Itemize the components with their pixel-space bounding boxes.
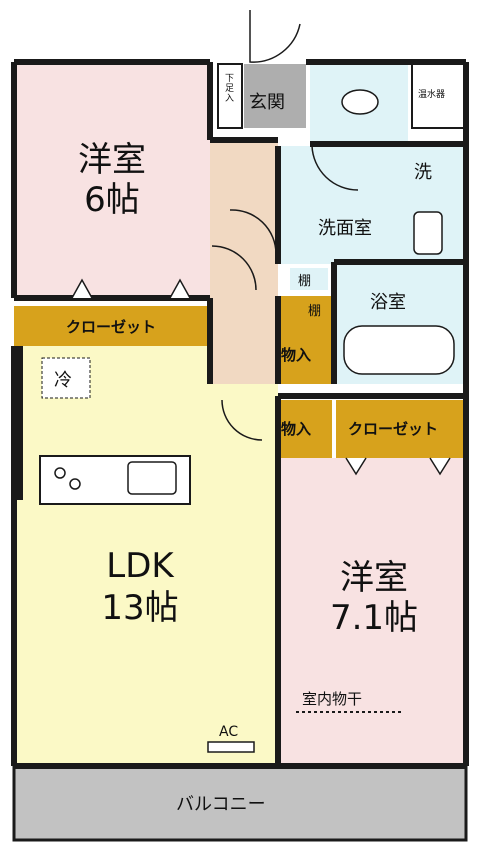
- shelf-1-area: [290, 268, 328, 290]
- western-room-1-area: [14, 62, 210, 298]
- ldk-name: LDK: [106, 546, 174, 586]
- ldk-size: 13帖: [101, 588, 179, 628]
- closet-door-triangles: [71, 278, 451, 476]
- kitchen-sink: [127, 461, 177, 495]
- ac-label: AC: [219, 724, 239, 740]
- closet-1-area: [14, 306, 210, 346]
- kitchen-counter: [39, 455, 191, 505]
- shoe-box-label: 下足入: [225, 74, 235, 104]
- storage-2-label: 物入: [281, 420, 312, 438]
- closet-2-label: クローゼット: [348, 420, 439, 438]
- balcony-area: [12, 764, 468, 842]
- bathtub: [343, 325, 455, 375]
- shelf-1-label: 棚: [298, 274, 312, 289]
- hall-area: [210, 140, 278, 384]
- ac-unit: [207, 741, 255, 753]
- laundry-label: 洗: [414, 162, 432, 183]
- storage-1-label: 物入: [281, 346, 312, 364]
- ldk-area: [14, 346, 278, 766]
- western-room-2-area: [280, 458, 464, 766]
- wash-basin: [413, 211, 443, 255]
- fridge-space: [41, 357, 91, 399]
- water-heater-label: 温水器: [418, 90, 446, 100]
- balcony-label: バルコニー: [176, 794, 266, 815]
- western-room-1-size: 6帖: [84, 180, 140, 220]
- western-room-1-name: 洋室: [78, 140, 146, 180]
- bathroom-label: 浴室: [370, 292, 406, 313]
- closet-2-area: [336, 400, 464, 458]
- storage-2-area: [278, 400, 332, 458]
- door-swings: [211, 10, 359, 441]
- fridge-label: 冷: [54, 370, 72, 391]
- western-room-2-name: 洋室: [340, 558, 408, 598]
- stove-burner-1: [54, 467, 66, 479]
- toilet-fixture: [341, 89, 379, 115]
- indoor-drying-label: 室内物干: [302, 690, 363, 708]
- shelf-2-label: 棚: [308, 304, 322, 319]
- entrance-area: [244, 64, 306, 128]
- washroom-label: 洗面室: [318, 218, 372, 239]
- storage-1-area: [278, 296, 332, 384]
- stove-burner-2: [69, 478, 81, 490]
- western-room-2-size: 7.1帖: [329, 598, 419, 638]
- entrance-label: 玄関: [249, 92, 285, 113]
- closet-1-label: クローゼット: [66, 318, 157, 336]
- shoe-box-area: [217, 63, 243, 129]
